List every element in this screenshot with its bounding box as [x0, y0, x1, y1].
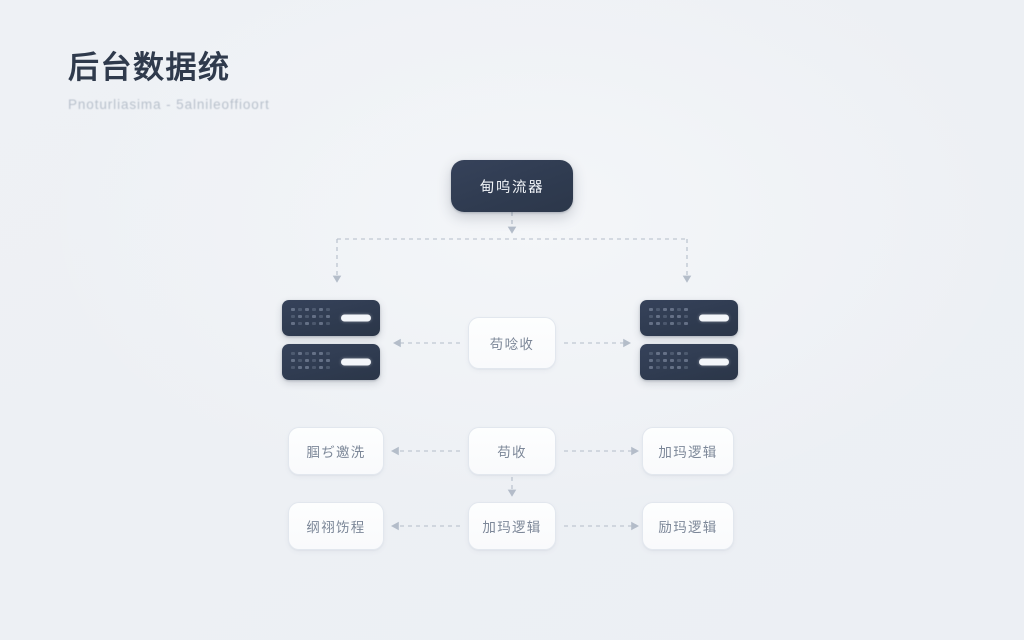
- server-unit[interactable]: [640, 344, 738, 380]
- page-header: 后台数据统 Pnoturliasima - 5alnileoffioort: [68, 50, 270, 112]
- server-vents-icon: [291, 308, 330, 325]
- server-unit[interactable]: [282, 300, 380, 336]
- node-row3-center[interactable]: 苟收: [468, 427, 556, 475]
- node-hub[interactable]: 苟唸收: [468, 317, 556, 369]
- server-unit[interactable]: [282, 344, 380, 380]
- node-row4-right-label: 励玛逻辑: [658, 520, 718, 535]
- page-title: 后台数据统: [68, 50, 231, 85]
- page-subtitle: Pnoturliasima - 5alnileoffioort: [68, 96, 270, 112]
- node-row4-center[interactable]: 加玛逻辑: [468, 502, 556, 550]
- server-rack-left[interactable]: [282, 300, 380, 380]
- server-vents-icon: [649, 308, 688, 325]
- server-unit[interactable]: [640, 300, 738, 336]
- server-status-led-icon: [699, 358, 729, 366]
- node-row4-left[interactable]: 纲祤饬程: [288, 502, 384, 550]
- node-row4-center-label: 加玛逻辑: [482, 520, 542, 535]
- node-load-balancer[interactable]: 甸呜流器: [451, 160, 573, 212]
- node-row3-left-label: 腘ぢ邀洗: [306, 445, 366, 460]
- node-load-balancer-label: 甸呜流器: [479, 179, 545, 196]
- server-rack-right[interactable]: [640, 300, 738, 380]
- server-status-led-icon: [699, 314, 729, 322]
- node-row4-right[interactable]: 励玛逻辑: [642, 502, 734, 550]
- server-status-led-icon: [341, 358, 371, 366]
- server-vents-icon: [649, 352, 688, 369]
- node-row4-left-label: 纲祤饬程: [306, 520, 366, 535]
- node-row3-left[interactable]: 腘ぢ邀洗: [288, 427, 384, 475]
- node-row3-right[interactable]: 加玛逻辑: [642, 427, 734, 475]
- server-status-led-icon: [341, 314, 371, 322]
- node-row3-right-label: 加玛逻辑: [658, 445, 718, 460]
- node-hub-label: 苟唸收: [489, 337, 535, 352]
- node-row3-center-label: 苟收: [497, 445, 527, 460]
- server-vents-icon: [291, 352, 330, 369]
